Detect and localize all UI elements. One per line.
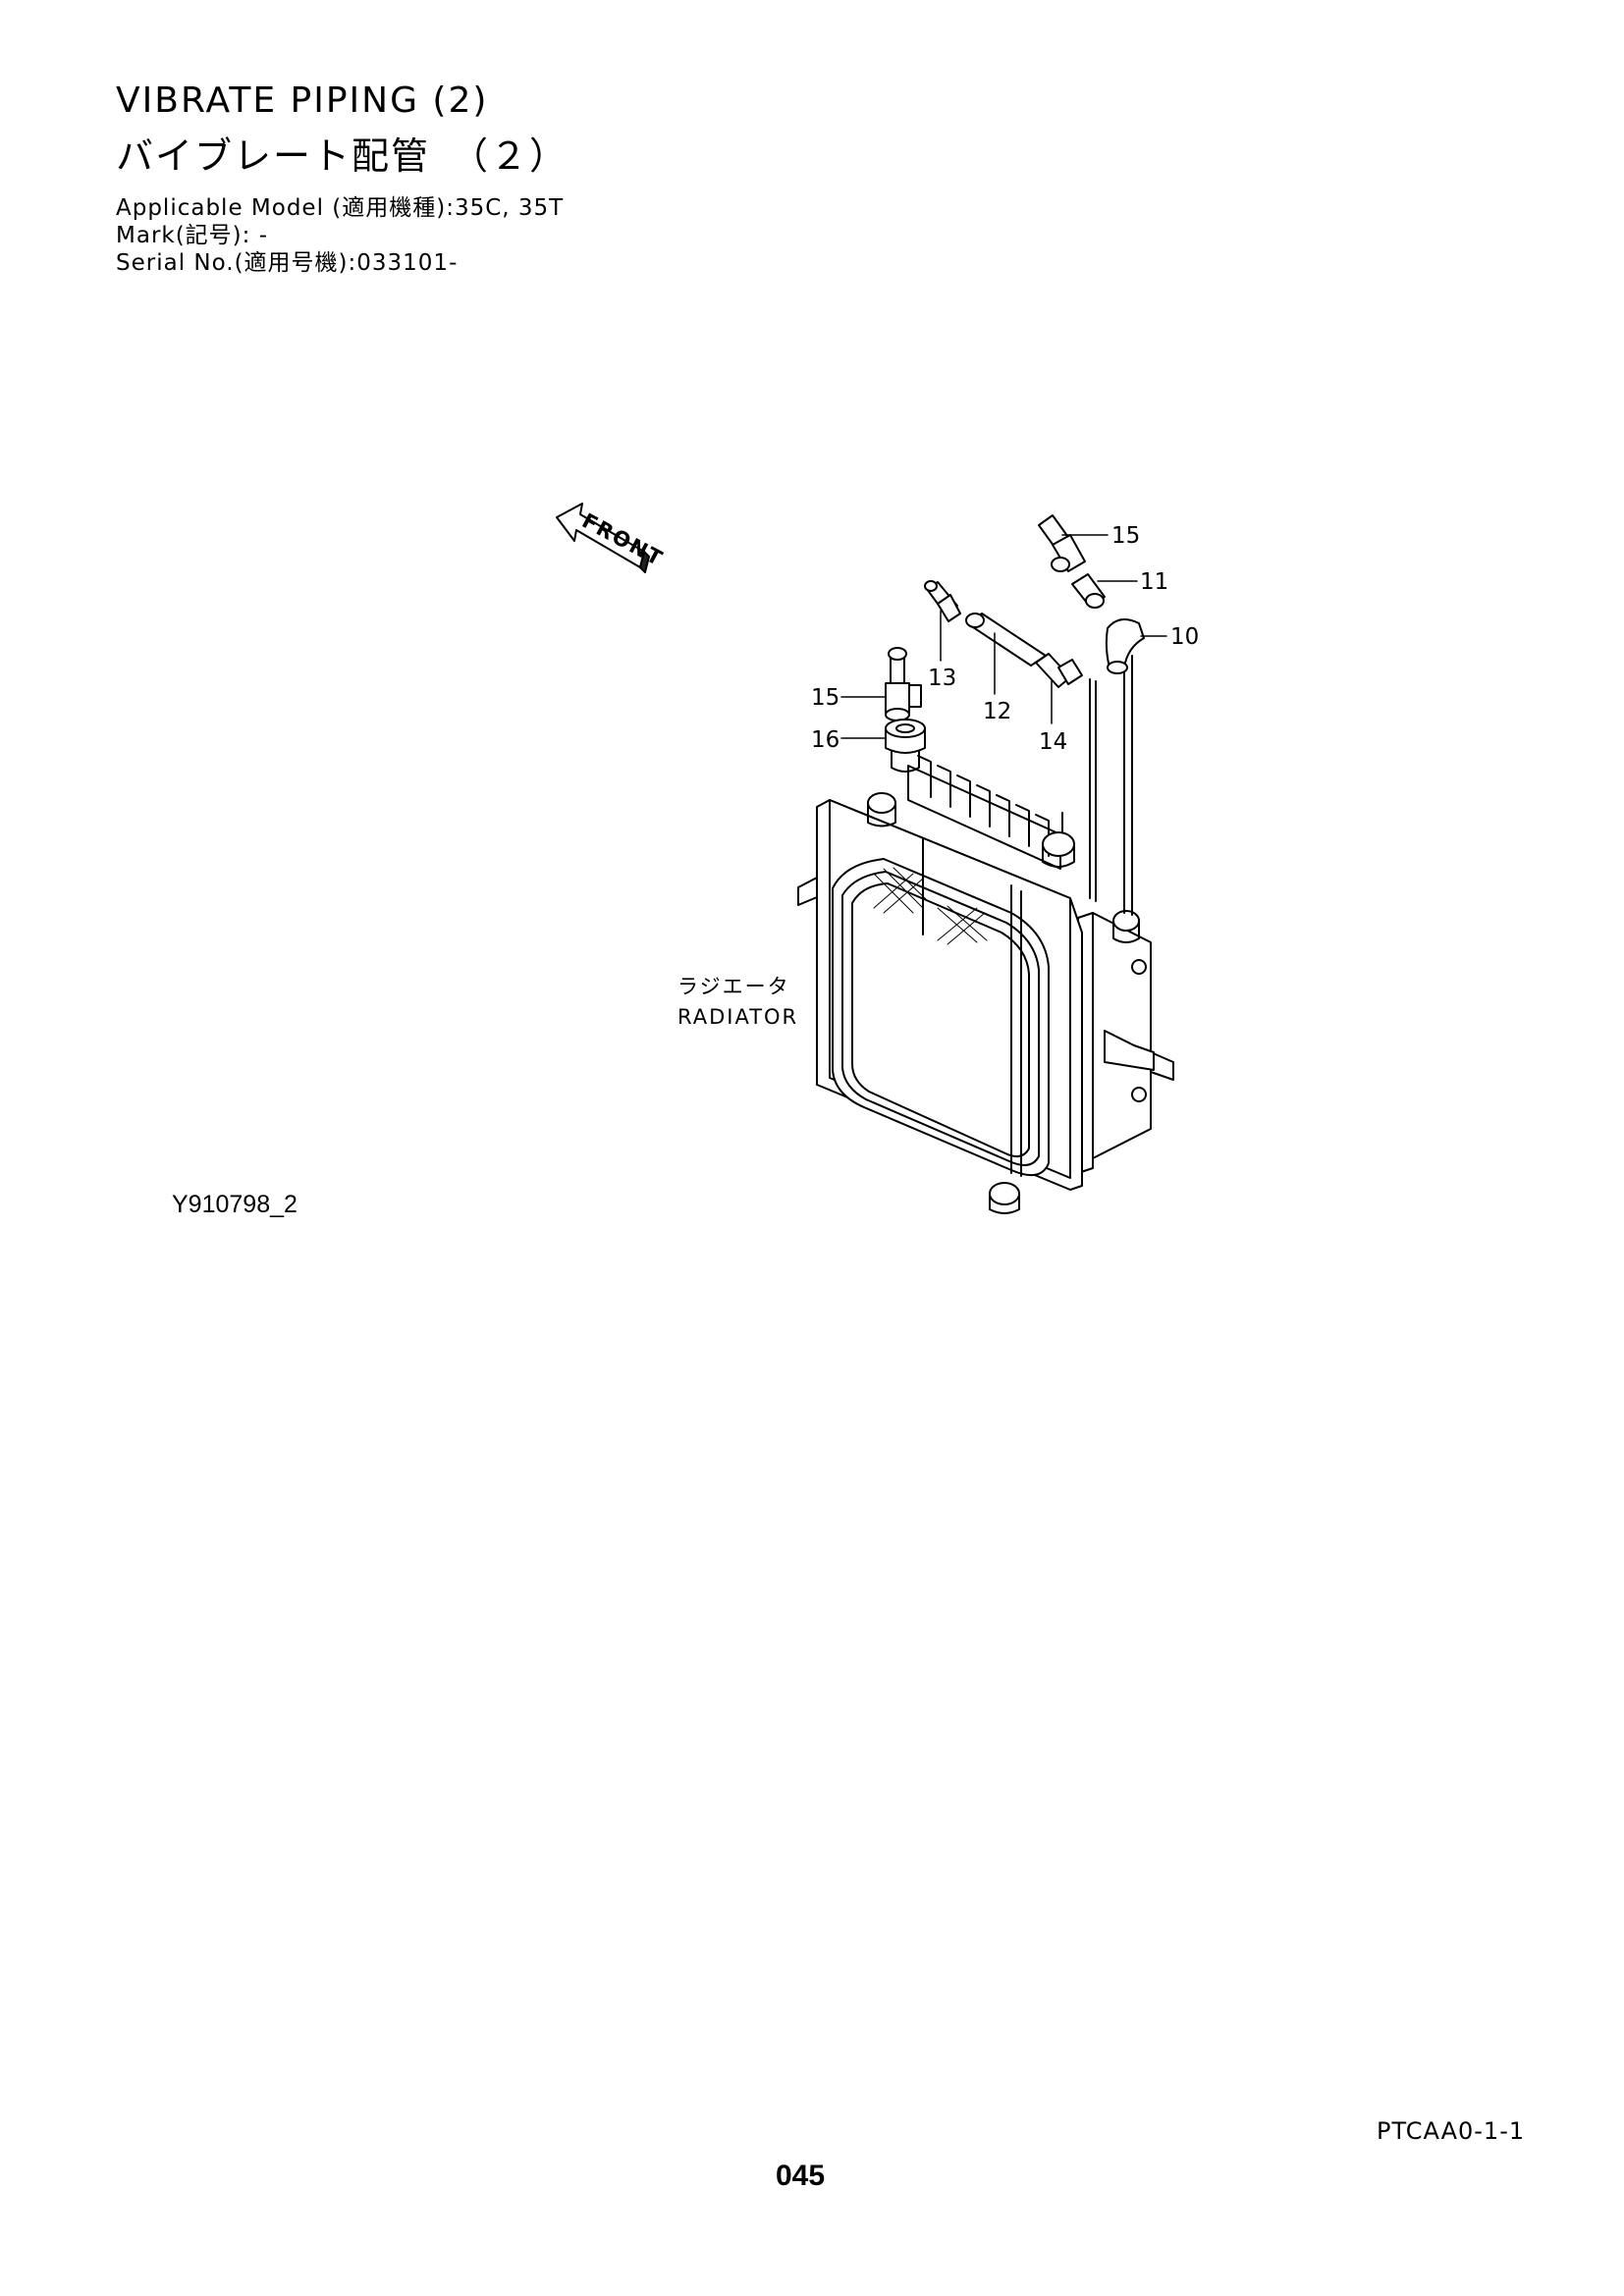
connector-icon [924,580,961,622]
callout-12: 12 [983,699,1011,724]
front-arrow-icon [556,503,650,573]
tee-fitting-icon [885,647,922,721]
radiator-label-en: RADIATOR [677,1005,798,1029]
mark: Mark(記号): - [116,223,269,248]
elbow-icon [1105,618,1145,674]
applicable-model: Applicable Model (適用機種):35C, 35T [116,195,565,221]
callout-11: 11 [1140,569,1168,595]
callout-15-left: 15 [811,685,839,711]
page-title-jp: バイブレート配管 （２） [116,134,569,178]
page-title-en: VIBRATE PIPING (2) [116,80,489,121]
coupling-icon [965,613,1047,667]
radiator-label-jp: ラジエータ [677,975,790,998]
nipple-icon [1035,653,1083,688]
radiator-icon [797,755,1174,1214]
callout-15-top: 15 [1111,523,1140,549]
document-code: PTCAA0-1-1 [1377,2117,1526,2145]
callout-10: 10 [1170,624,1199,650]
serial-number: Serial No.(適用号機):033101- [116,250,459,276]
adapter-icon [1071,573,1106,609]
figure-id: Y910798_2 [172,1191,298,1218]
callout-16: 16 [811,727,839,753]
callout-13: 13 [928,666,956,691]
page-number: 045 [776,2160,826,2192]
callout-14: 14 [1039,729,1067,755]
hex-adapter-icon [885,719,926,773]
tee-fitting-icon [1038,514,1086,572]
